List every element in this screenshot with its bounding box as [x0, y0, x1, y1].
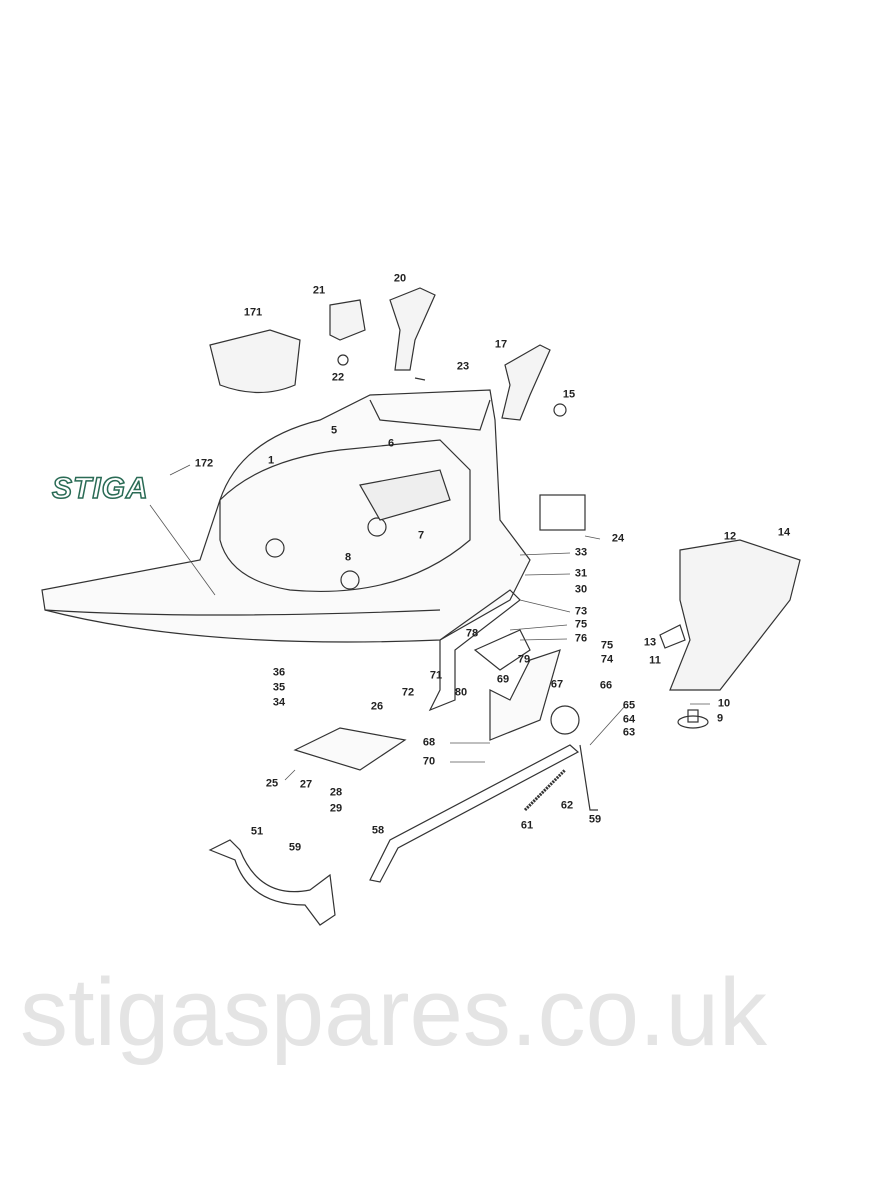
- part-number-label: 34: [272, 696, 286, 709]
- part-number-label: 35: [272, 681, 286, 694]
- part-61: [523, 768, 567, 812]
- part-66: [550, 705, 580, 735]
- part-51: [208, 839, 336, 926]
- part-number-label: 7: [417, 529, 425, 542]
- part-number-label: 78: [465, 627, 479, 640]
- part-number-label: 20: [393, 272, 407, 285]
- part-number-label: 75: [600, 639, 614, 652]
- part-number-label: 31: [574, 567, 588, 580]
- part-number-label: 9: [716, 712, 724, 725]
- part-number-label: 14: [777, 526, 791, 539]
- part-number-label: 59: [588, 813, 602, 826]
- part-number-label: 58: [371, 824, 385, 837]
- stiga-logo: STIGA: [51, 471, 149, 506]
- part-20: [389, 287, 436, 371]
- logo-text: STIGA: [51, 471, 149, 506]
- part-number-label: 67: [550, 678, 564, 691]
- part-number-label: 23: [456, 360, 470, 373]
- part-number-label: 63: [622, 726, 636, 739]
- part-number-label: 12: [723, 530, 737, 543]
- part-number-label: 25: [265, 777, 279, 790]
- watermark: stigaspares.co.uk: [20, 959, 768, 1066]
- part-number-label: 33: [574, 546, 588, 559]
- part-number-label: 73: [574, 605, 588, 618]
- part-58: [369, 744, 580, 883]
- part-number-label: 64: [622, 713, 636, 726]
- part-number-label: 68: [422, 736, 436, 749]
- part-12: [669, 539, 801, 691]
- part-number-label: 65: [622, 699, 636, 712]
- part-number-label: 75: [574, 618, 588, 631]
- part-number-label: 26: [370, 700, 384, 713]
- part-number-label: 62: [560, 799, 574, 812]
- part-number-label: 66: [599, 679, 613, 692]
- part-17: [501, 344, 551, 421]
- part-number-label: 8: [344, 551, 352, 564]
- part-number-label: 13: [643, 636, 657, 649]
- part-number-label: 76: [574, 632, 588, 645]
- part-number-label: 27: [299, 778, 313, 791]
- part-number-label: 10: [717, 697, 731, 710]
- part-number-label: 22: [331, 371, 345, 384]
- part-number-label: 70: [422, 755, 436, 768]
- part-number-label: 71: [429, 669, 443, 682]
- part-number-label: 28: [329, 786, 343, 799]
- part-number-label: 79: [517, 653, 531, 666]
- part-number-label: 72: [401, 686, 415, 699]
- part-number-label: 1: [267, 454, 275, 467]
- part-number-label: 6: [387, 437, 395, 450]
- part-21: [329, 299, 366, 341]
- part-number-label: 69: [496, 673, 510, 686]
- part-number-label: 15: [562, 388, 576, 401]
- part-number-label: 51: [250, 825, 264, 838]
- part-number-label: 5: [330, 424, 338, 437]
- part-number-label: 80: [454, 686, 468, 699]
- part-number-label: 36: [272, 666, 286, 679]
- part-number-label: 172: [194, 457, 214, 470]
- part-171: [209, 329, 301, 394]
- part-number-label: 11: [649, 654, 661, 667]
- part-number-label: 17: [494, 338, 508, 351]
- part-number-label: 74: [600, 653, 614, 666]
- part-number-label: 21: [312, 284, 326, 297]
- part-number-label: 24: [611, 532, 625, 545]
- part-number-label: 30: [574, 583, 588, 596]
- part-number-label: 59: [288, 841, 302, 854]
- part-number-label: 61: [520, 819, 534, 832]
- part-79-plate: [473, 629, 531, 671]
- part-number-label: 171: [243, 306, 263, 319]
- part-68: [489, 649, 561, 741]
- part-number-label: 29: [329, 802, 343, 815]
- part-71: [428, 589, 521, 712]
- part-26: [293, 727, 407, 771]
